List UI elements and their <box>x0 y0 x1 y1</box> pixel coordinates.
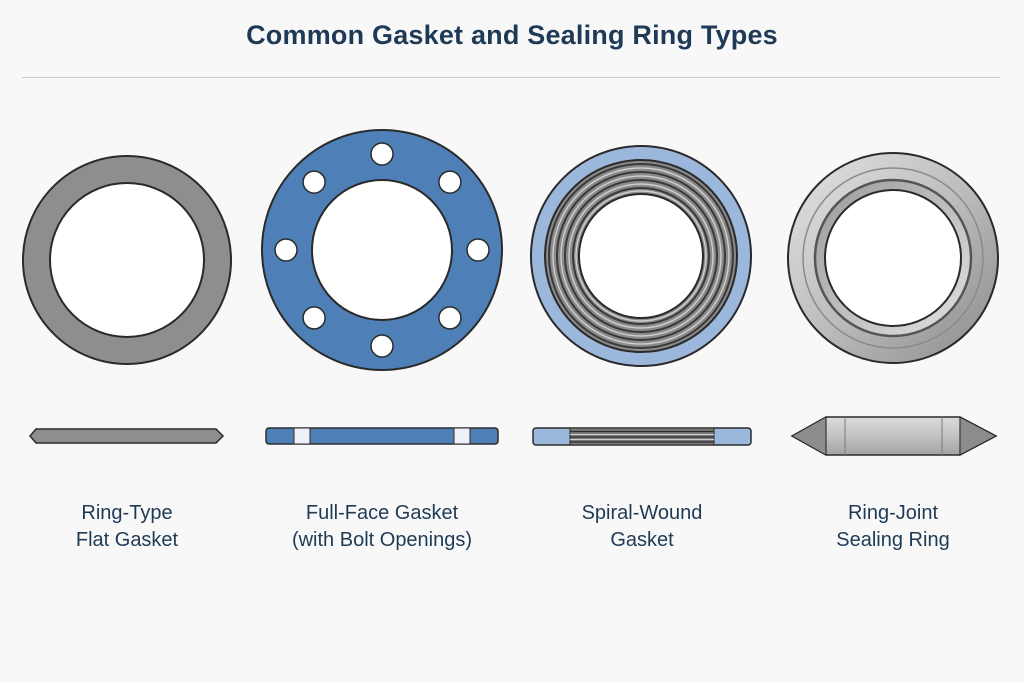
ring-type-flat-gasket-side-view <box>29 428 225 444</box>
bolt-hole <box>438 306 462 330</box>
bolt-opening-profile-left <box>293 427 311 445</box>
bolt-hole <box>274 238 298 262</box>
flat-gasket-bore <box>49 182 205 338</box>
caption-line-2: Flat Gasket <box>75 529 179 551</box>
caption-line-1: Ring-Type <box>81 502 173 524</box>
caption-line-1: Spiral-Wound <box>581 502 703 524</box>
spiral-winding <box>552 167 730 345</box>
spiral-wound-gasket-side-view <box>532 427 752 446</box>
spiral-winding <box>548 163 734 349</box>
bolt-hole <box>370 142 394 166</box>
caption-ring-joint-sealing-ring: Ring-Joint Sealing Ring <box>773 500 1013 554</box>
caption-full-face-gasket: Full-Face Gasket (with Bolt Openings) <box>262 500 502 554</box>
caption-line-1: Ring-Joint <box>847 502 939 524</box>
page-title: Common Gasket and Sealing Ring Types <box>246 20 778 50</box>
bolt-hole <box>466 238 490 262</box>
bolt-hole <box>438 170 462 194</box>
spiral-winding <box>572 187 710 325</box>
ring-type-flat-gasket-top-view <box>22 155 232 365</box>
ring-joint-bore <box>824 189 962 327</box>
caption-line-2: Sealing Ring <box>836 529 950 551</box>
title-divider <box>22 77 1000 78</box>
bolt-holes <box>274 142 490 358</box>
caption-line-2: (with Bolt Openings) <box>291 529 473 551</box>
bolt-opening-profile-right <box>453 427 471 445</box>
flat-gasket-profile <box>29 428 225 444</box>
spiral-winding <box>575 190 707 322</box>
ring-joint-side-view <box>790 416 998 456</box>
caption-line-2: Gasket <box>610 529 674 551</box>
spiral-winding <box>560 175 722 337</box>
full-face-gasket-bore <box>311 179 453 321</box>
spiral-wound-gasket-top-view <box>530 145 752 367</box>
bolt-hole <box>302 306 326 330</box>
ring-joint-top-view <box>787 152 999 364</box>
ring-joint-outer-bevel <box>802 167 984 349</box>
caption-spiral-wound-gasket: Spiral-Wound Gasket <box>522 500 762 554</box>
full-face-profile <box>265 427 499 445</box>
bolt-hole <box>370 334 394 358</box>
spiral-winding <box>556 171 726 341</box>
spiral-winding <box>564 179 718 333</box>
full-face-gasket-top-view <box>261 129 503 371</box>
caption-ring-type-flat-gasket: Ring-Type Flat Gasket <box>7 500 247 554</box>
full-face-gasket-side-view <box>265 427 499 445</box>
spiral-winding <box>568 183 714 329</box>
caption-line-1: Full-Face Gasket <box>305 502 459 524</box>
spiral-bore <box>578 193 704 319</box>
bolt-hole <box>302 170 326 194</box>
